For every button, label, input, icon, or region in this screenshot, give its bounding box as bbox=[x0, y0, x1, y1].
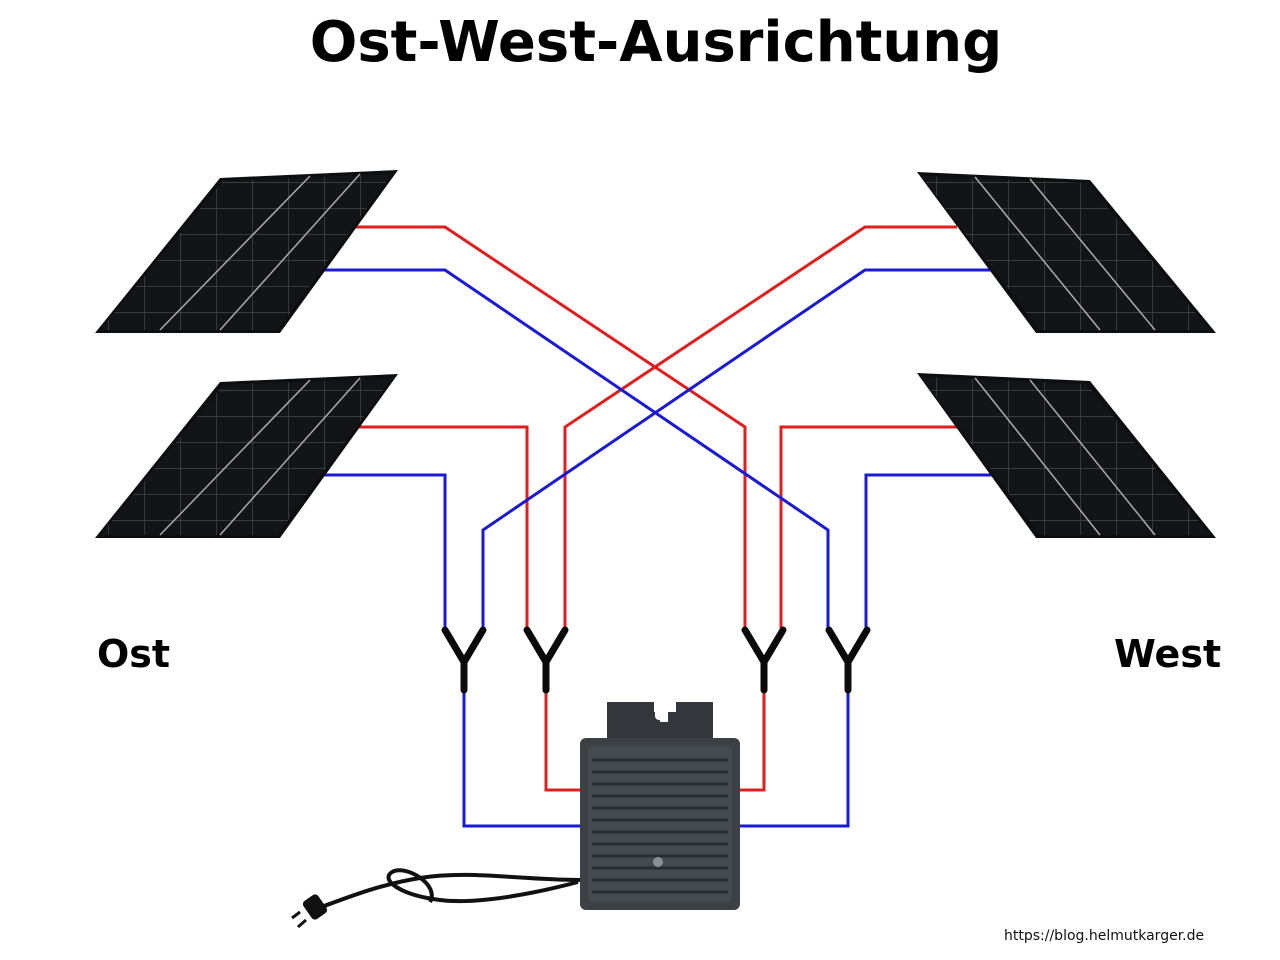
wire-negative bbox=[725, 690, 850, 828]
solar-panel-icon bbox=[917, 373, 1216, 538]
wire-negative bbox=[318, 268, 830, 628]
solar-panel-icon bbox=[917, 172, 1216, 333]
power-plug-icon bbox=[291, 868, 581, 929]
y-splitter-icon bbox=[441, 626, 487, 694]
source-url: https://blog.helmutkarger.de bbox=[1004, 928, 1205, 944]
wire-negative bbox=[462, 690, 585, 828]
y-splitter-icon bbox=[523, 626, 569, 694]
label-west: West bbox=[1114, 632, 1222, 676]
y-splitter-icon bbox=[741, 626, 787, 694]
y-splitter-icon bbox=[825, 626, 871, 694]
diagram-title: Ost-West-Ausrichtung bbox=[309, 10, 1003, 75]
solar-panel-icon bbox=[95, 170, 398, 333]
wire-positive bbox=[355, 425, 529, 628]
wire-positive bbox=[355, 225, 747, 628]
wire-negative bbox=[864, 473, 994, 628]
wires bbox=[318, 225, 994, 828]
wire-positive bbox=[779, 425, 957, 628]
wire-positive bbox=[544, 690, 588, 792]
wire-positive bbox=[563, 225, 957, 628]
solar-panel-icon bbox=[95, 374, 398, 538]
label-east: Ost bbox=[97, 632, 171, 676]
micro-inverter-icon bbox=[580, 702, 740, 910]
wire-negative bbox=[481, 268, 994, 628]
wire-negative bbox=[318, 473, 447, 628]
